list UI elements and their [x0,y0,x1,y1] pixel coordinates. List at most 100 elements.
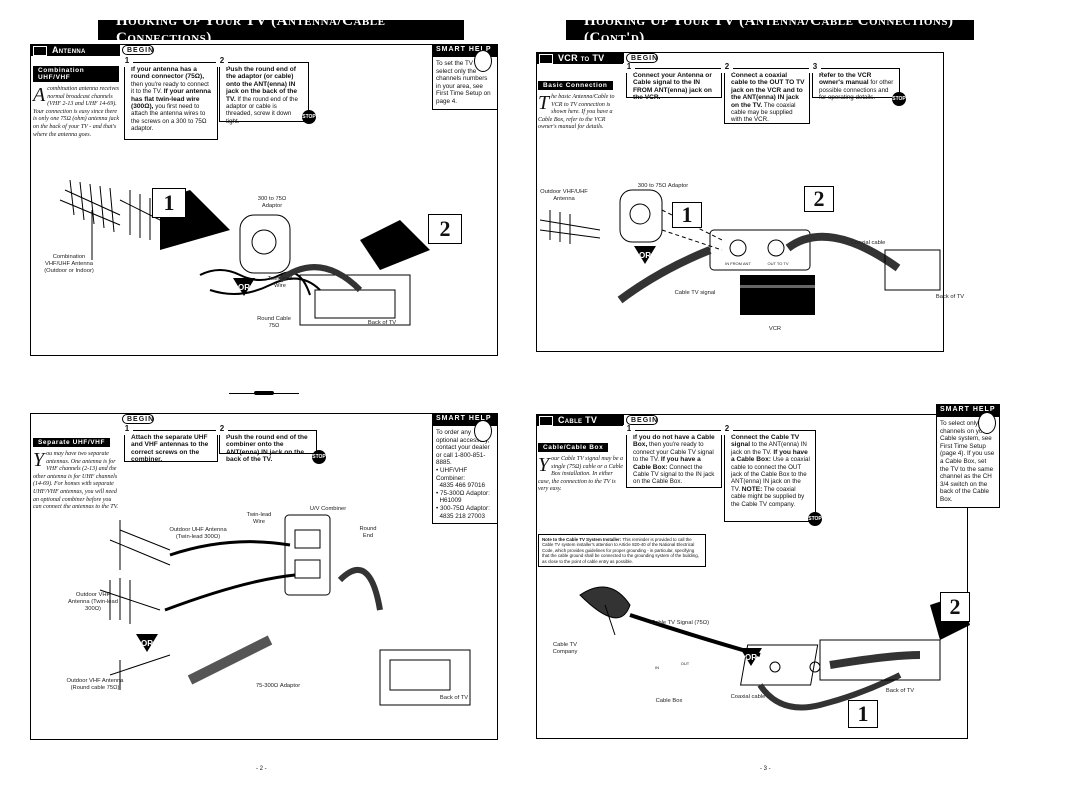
step-number: 1 [121,425,133,435]
left-header-bar: Hooking Up Your TV (Antenna/Cable Connec… [98,13,464,46]
vcr-label-back: Back of TV [935,294,965,300]
vcr-label-coax: Coaxial cable [850,240,886,246]
step-number: 1 [121,57,133,67]
separate-label-adaptor: 75-300Ω Adaptor [255,683,301,689]
cable-begin-badge: BEGIN [626,415,658,425]
cable-step2-bold2: If you have a Cable Box: [731,448,808,464]
vcr-label-vcr: VCR [768,326,782,332]
separate-illustration [99,514,471,706]
step-2-card: 2 [940,592,970,622]
part-number: 4835 218 27003 [439,512,486,520]
vcr-side-heading: Basic Connection [538,81,613,90]
dropcap: Y [33,449,45,471]
cable-side-heading: Cable/Cable Box [538,443,609,452]
vcr-step-3: 3 Refer to the VCR owner's manual for ot… [809,63,900,101]
separate-step-2: 2 Push the round end of the combiner ont… [216,425,317,463]
vcr-step2-bold: Connect a coaxial cable to the OUT TO TV… [731,72,805,109]
antenna-tab-label: Antenna [52,45,86,55]
vcr-tab: VCR to TV [536,52,624,64]
vcr-section-frame [536,52,944,352]
antenna-section-frame [30,44,498,356]
step-1-card: 1 [152,188,186,218]
separate-side-text: ou may have two separate antennas. One a… [33,451,119,511]
step-2-card: 2 [804,186,834,212]
cable-label-company: Cable TV Company [552,642,578,655]
cable-note-label: Note to the Cable TV System Installer: [542,537,622,542]
cable-step1-text: then you're ready to connect your Cable … [633,441,714,464]
antenna-label-back: Back of TV [367,320,397,326]
step-1-card: 1 [672,202,702,228]
separate-label-uhf: Outdoor UHF Antenna (Twin-lead 300Ω) [169,527,227,540]
vcr-begin-badge: BEGIN [626,53,658,63]
cable-step2-text: to the ANT(enna) IN jack on the TV. [731,441,807,456]
separate-label-vhf-round: Outdoor VHF Antenna (Round cable 75Ω) [66,678,124,691]
cable-step2-text2: Use a coaxial cable to connect the OUT j… [731,456,810,493]
dropcap: T [538,92,550,114]
stop-icon: STOP [808,512,822,526]
cable-step-2: 2 Connect the Cable TV signal to the ANT… [721,425,816,522]
separate-label-round: Round End [359,526,377,539]
cable-step1-bold2: If you have a Cable Box: [633,456,701,471]
vcr-label-antenna: Outdoor VHF/UHF Antenna [540,189,588,202]
vcr-label-adaptor: 300 to 75Ω Adaptor [637,183,689,189]
left-header-title: Hooking Up Your TV (Antenna/Cable Connec… [116,13,386,46]
cable-installer-note: Note to the Cable TV System Installer: T… [538,534,706,568]
antenna-label-twinlead: Twin-lead Wire [267,276,293,289]
antenna-tab-icon [33,46,47,56]
antenna-begin-badge: BEGIN [122,45,154,55]
cable-note-text: This reminder is provided to call the Ca… [542,537,699,564]
antenna-step1-bold: If your antenna has a round connector (7… [131,66,205,81]
part-item-1: • UHF/VHF Combiner: 4835 466 97016 [436,466,486,490]
antenna-label-antenna: Combination VHF/UHF Antenna (Outdoor or … [44,254,94,274]
antenna-tab: Antenna [30,44,120,56]
vcr-illustration [539,189,941,315]
cable-step2-note: The coaxial cable might be supplied by t… [731,485,805,508]
antenna-step1-text2: you first need to attach the antenna wir… [131,103,207,133]
cable-section-frame [536,414,968,739]
step-number: 2 [216,425,228,435]
cable-step-1: 1 If you do not have a Cable Box, then y… [623,425,722,488]
cable-label-box: Cable Box [655,698,683,704]
vcr-step-1: 1 Connect your Antenna or Cable signal t… [623,63,722,101]
step-number: 2 [721,63,733,73]
cable-tab: Cable TV [536,414,624,426]
stop-icon: STOP [302,110,316,124]
vcr-tab-label: VCR to TV [558,53,605,63]
separate-help-box: To order any optional accessory, contact… [432,425,498,525]
vcr-label-in-from: IN FROM ANT [725,261,751,266]
cable-label-signal: Cable TV Signal (75Ω) [650,620,710,626]
right-header-bar: Hooking Up Your TV (Antenna/Cable Connec… [566,13,974,46]
separate-smart-help: SMART HELP To order any optional accesso… [432,413,498,525]
antenna-label-round: Round Cable 75Ω [257,316,291,329]
antenna-illustration [59,179,430,326]
separate-label-vhf: Outdoor VHF Antenna (Twin-lead 300Ω) [68,592,118,612]
step-number: 1 [623,425,635,435]
cable-step2-bold: Connect the Cable TV signal [731,434,800,449]
separate-label-back: Back of TV [439,695,469,701]
antenna-label-adaptor: 300 to 75Ω Adaptor [257,196,287,209]
antenna-step1-text: then you're ready to connect it to the T… [131,80,209,96]
cable-label-back: Back of TV [885,688,915,694]
vcr-tab-icon [539,54,553,64]
step-number: 2 [721,425,733,435]
separate-step2-bold: Push the round end of the combiner onto … [226,434,308,464]
vcr-label-out-to: OUT TO TV [767,261,789,266]
part-item-3: • 300-75Ω Adaptor: 4835 218 27003 [436,504,490,520]
page-number-left: - 2 - [256,766,267,772]
vcr-label-signal: Cable TV signal [674,290,716,296]
antenna-side-text: combination antenna receives normal broa… [33,86,119,138]
antenna-step-1: 1 If your antenna has a round connector … [121,57,218,140]
part-name: 75-300Ω Adaptor: [439,489,490,497]
step-number: 3 [809,63,821,73]
separate-step1-bold: Attach the separate UHF and VHF antennas… [131,434,209,464]
vcr-step2-text: The coaxial cable may be supplied with t… [731,101,796,124]
stop-icon: STOP [312,450,326,464]
step-2-card: 2 [428,214,462,244]
vcr-step-2: 2 Connect a coaxial cable to the OUT TO … [721,63,810,124]
